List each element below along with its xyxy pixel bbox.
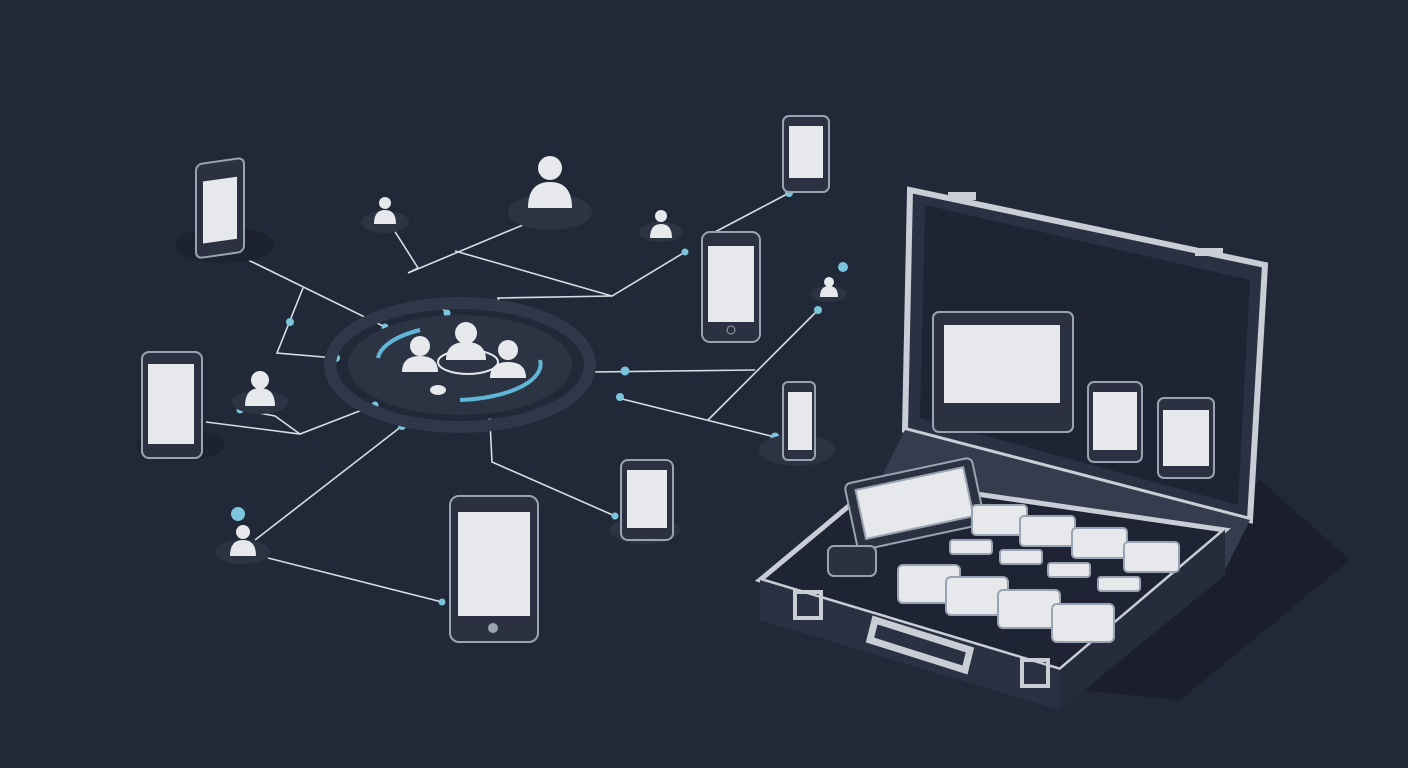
person-icon bbox=[361, 197, 409, 233]
latch bbox=[1020, 658, 1050, 688]
person-icon bbox=[508, 156, 592, 230]
person-icon bbox=[639, 210, 683, 242]
person-icon bbox=[215, 525, 271, 564]
case-devices bbox=[827, 457, 1180, 643]
person-icon bbox=[232, 371, 288, 414]
person-icon bbox=[811, 277, 847, 302]
briefcase bbox=[754, 186, 1350, 710]
phone-icon bbox=[610, 459, 680, 544]
latch bbox=[793, 590, 823, 620]
phone-icon bbox=[759, 381, 835, 466]
tablet-icon bbox=[175, 157, 275, 263]
person-nodes bbox=[215, 156, 847, 564]
network-lines bbox=[205, 192, 819, 603]
lid-devices bbox=[932, 311, 1215, 479]
phone-icon bbox=[701, 231, 761, 343]
tablet-icon bbox=[449, 495, 539, 643]
user-group-hub bbox=[324, 297, 596, 433]
handle bbox=[865, 615, 975, 675]
network-devices bbox=[135, 115, 835, 643]
tablet-icon bbox=[135, 351, 225, 461]
phone-icon bbox=[782, 115, 830, 193]
